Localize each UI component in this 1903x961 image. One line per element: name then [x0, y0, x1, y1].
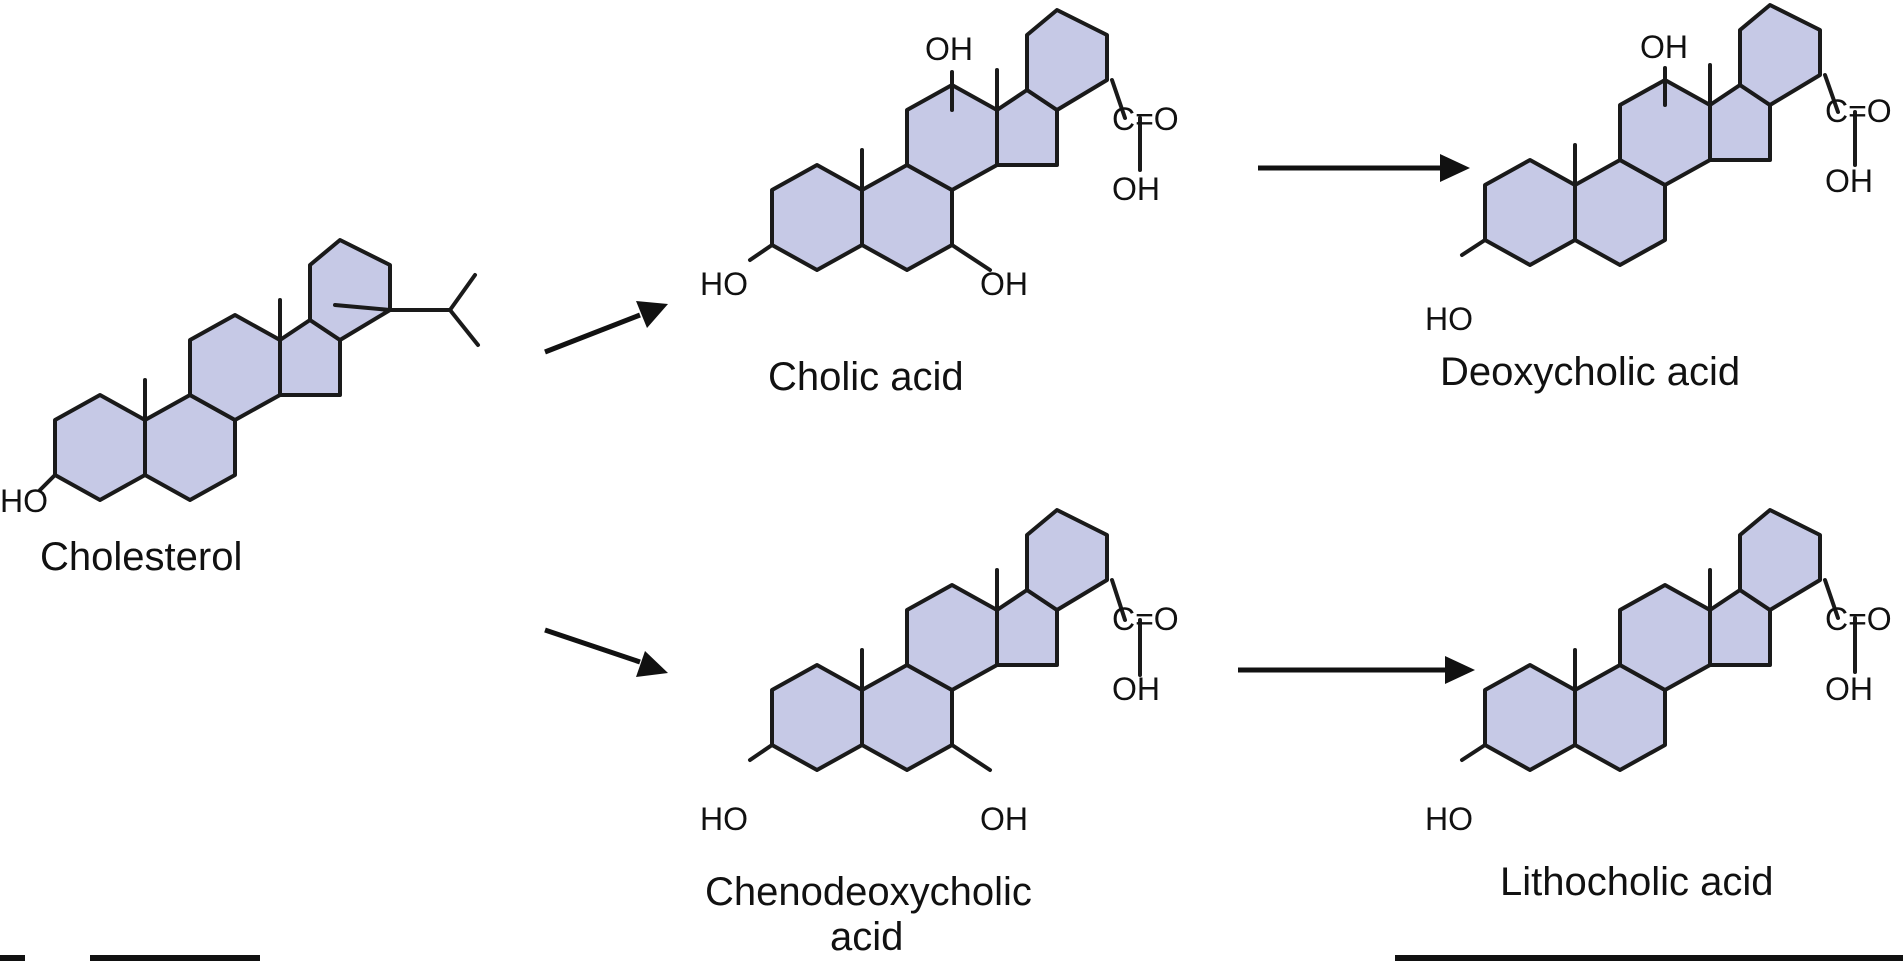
litho-carboxyl-co: C=O [1825, 601, 1892, 637]
cholic-ho-label: HO [700, 266, 748, 302]
deoxycholic-acid-structure: OH HO C=O OH Deoxycholic acid [1425, 3, 1892, 394]
deoxycholic-carboxyl-co: C=O [1825, 93, 1892, 129]
arrow-cheno-to-lithocholic [1238, 656, 1475, 684]
cheno-oh-7-label: OH [980, 801, 1028, 837]
cholic-carboxyl-co: C=O [1112, 101, 1179, 137]
cholesterol-name: Cholesterol [40, 535, 242, 579]
deoxycholic-acid-name: Deoxycholic acid [1440, 350, 1740, 394]
arrow-cholesterol-to-cheno [544, 627, 668, 677]
cheno-ho-label: HO [700, 801, 748, 837]
cholic-acid-name: Cholic acid [768, 355, 964, 399]
deoxycholic-oh-12-label: OH [1640, 29, 1688, 65]
arrow-cholic-to-deoxycholic [1258, 154, 1470, 182]
chenodeoxycholic-name-line2: acid [830, 915, 903, 959]
cholic-oh-12-label: OH [925, 31, 973, 67]
chenodeoxycholic-acid-structure: OH HO C=O OH Chenodeoxycholic acid [700, 508, 1179, 959]
deoxycholic-ho-label: HO [1425, 301, 1473, 337]
lithocholic-acid-structure: HO C=O OH Lithocholic acid [1425, 508, 1892, 904]
cheno-carboxyl-co: C=O [1112, 601, 1179, 637]
cholesterol-structure: HO Cholesterol [0, 238, 480, 579]
chenodeoxycholic-name-line1: Chenodeoxycholic [705, 870, 1032, 914]
lithocholic-acid-name: Lithocholic acid [1500, 860, 1774, 904]
cholic-carboxyl-oh: OH [1112, 171, 1160, 207]
cholic-oh-7-label: OH [980, 266, 1028, 302]
litho-carboxyl-oh: OH [1825, 671, 1873, 707]
litho-ho-label: HO [1425, 801, 1473, 837]
arrow-cholesterol-to-cholic [544, 301, 668, 355]
cheno-carboxyl-oh: OH [1112, 671, 1160, 707]
deoxycholic-carboxyl-oh: OH [1825, 163, 1873, 199]
cholic-acid-structure: OH OH HO C=O OH Cholic acid [700, 8, 1179, 399]
cholesterol-ho-label: HO [0, 483, 48, 519]
